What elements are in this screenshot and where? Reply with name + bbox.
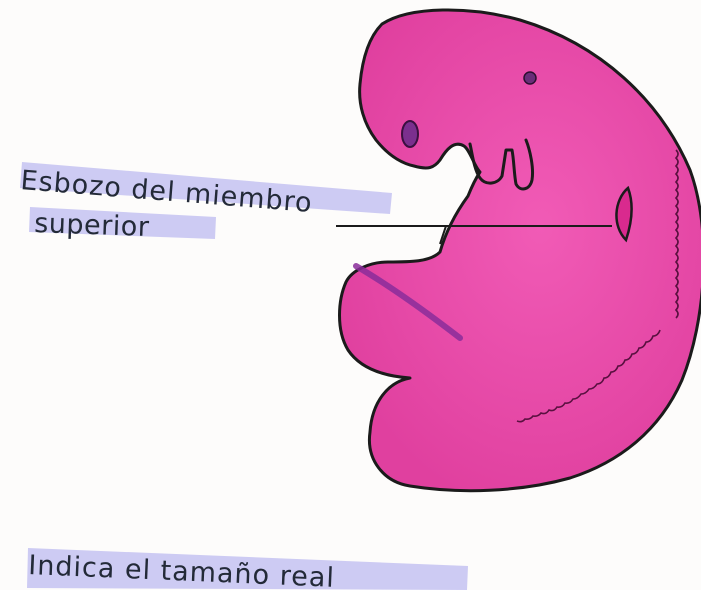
highlight-size-note <box>27 548 468 590</box>
eye-icon <box>401 120 419 148</box>
somites-tail <box>516 329 661 423</box>
pointer-tick <box>439 225 447 245</box>
label-limb-bud-line2: superior <box>34 208 151 243</box>
highlight-line1 <box>20 162 392 214</box>
pharyngeal-arches <box>468 138 534 191</box>
somites <box>674 149 679 319</box>
embryo <box>338 8 701 493</box>
lower-limb-ridge <box>353 263 463 341</box>
label-highlights <box>20 162 468 590</box>
highlight-line2 <box>29 207 216 239</box>
upper-limb-bud <box>615 185 633 243</box>
pointer <box>336 225 612 245</box>
embryo-body <box>338 8 701 493</box>
otic-vesicle-icon <box>523 71 537 85</box>
